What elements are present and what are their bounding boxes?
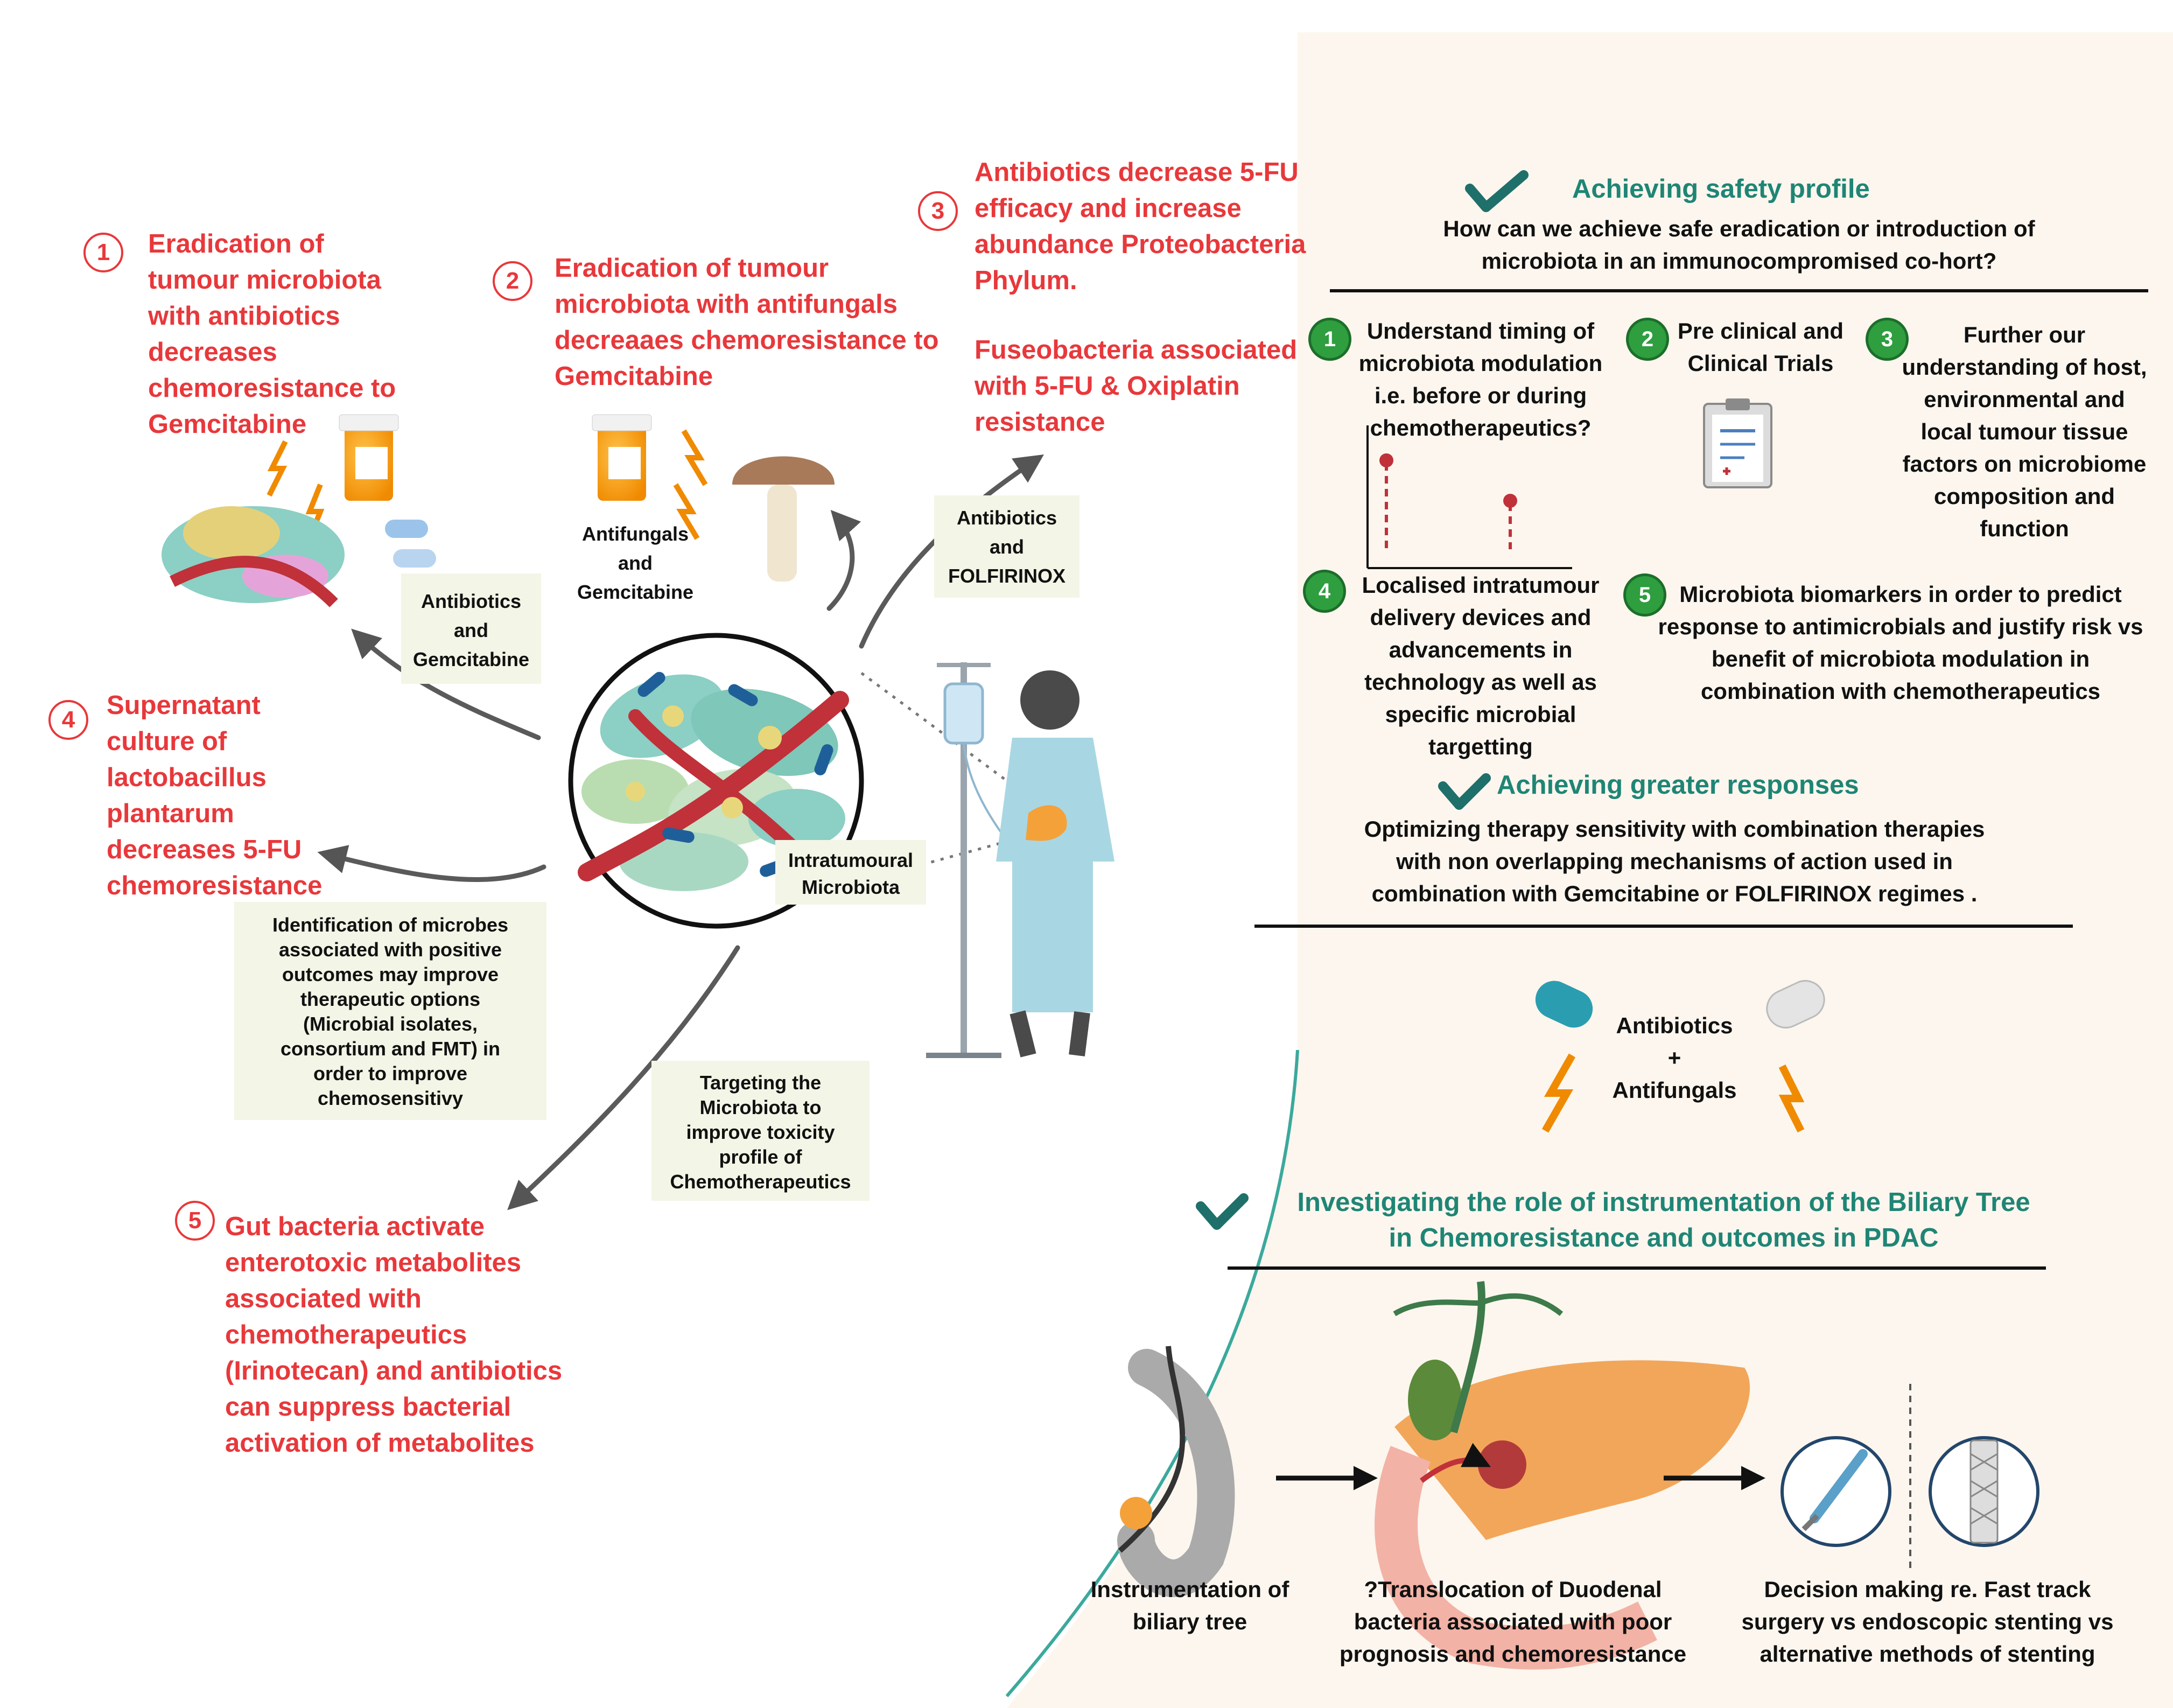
finding-5-number: 5 [175,1201,215,1241]
finding-5-text: Gut bacteria activate enterotoxic metabo… [225,1212,563,1458]
label-box-antibiotics-gemcitabine [401,573,541,684]
intratumoural-circle-illustration [568,633,864,929]
biliary-heading: Investigating the role of instrumentatio… [1297,1188,2030,1252]
point-2-number: 2 [1626,318,1669,361]
biliary-step-1: Instrumentation of biliary tree [1090,1577,1289,1634]
label-box-intratumoural [775,840,926,905]
point-4-number: 4 [1303,570,1346,613]
capsule-icons [1535,980,1825,1133]
patient-iv-illustration [926,662,1114,1058]
responses-heading: Achieving greater responses [1497,771,1859,800]
intratumoural-label: Intratumoural Microbiota [788,849,913,898]
biliary-step-3: Decision making re. Fast track surgery v… [1741,1577,2114,1667]
antibiotics-gemcitabine-label: Antibiotics and Gemcitabine [412,590,530,670]
biliary-step-2: ?Translocation of Duodenal bacteria asso… [1339,1577,1687,1667]
finding-2-number: 2 [493,261,532,301]
point-1-text: Understand timing of microbiota modulati… [1358,318,1603,440]
label-box-targeting [651,1061,870,1201]
antibiotics-folfirinox-label: Antibiotics and FOLFIRINOX [948,507,1066,587]
targeting-label: Targeting the Microbiota to improve toxi… [670,1072,851,1193]
label-box-antibiotics-folfirinox [934,495,1080,598]
point-1-number: 1 [1308,318,1351,361]
point-3-text: Further our understanding of host, envir… [1902,322,2147,541]
finding-3-number: 3 [918,191,958,231]
finding-1-text: Eradication of tumour microbiota with an… [148,229,396,439]
clipboard-icon [1703,398,1772,488]
responses-text: Optimizing therapy sensitivity with comb… [1364,816,1985,906]
point-3-number: 3 [1866,318,1909,361]
divider-lines [1228,289,2148,1270]
timeline-chart [1366,425,1572,569]
point-5-text: Microbiota biomarkers in order to predic… [1658,582,2143,704]
finding-3b-text: Fuseobacteria associated with 5-FU & Oxi… [975,335,1298,437]
biliary-illustrations [1117,1281,2039,1670]
point-4-text: Localised intratumour delivery devices a… [1362,572,1600,759]
safety-heading: Achieving safety profile [1572,174,1870,204]
finding-1-number: 1 [83,233,123,272]
finding-4-text: Supernatant culture of lactobacillus pla… [107,691,323,900]
label-box-identification [234,902,546,1120]
arrows [317,454,1044,1210]
point-5-number: 5 [1623,573,1666,617]
finding-3-text: Antibiotics decrease 5-FU efficacy and i… [975,158,1306,295]
finding-2-text: Eradication of tumour microbiota with an… [555,254,939,391]
check-icons [1196,170,1529,1230]
safety-question: How can we achieve safe eradication or i… [1443,216,2035,274]
drug-illustrations [162,414,835,607]
right-panel-background [1007,32,2173,1708]
point-2-text: Pre clinical and Clinical Trials [1677,318,1844,376]
combo-label: Antibiotics + Antifungals [1612,1013,1737,1103]
identification-label: Identification of microbes associated wi… [272,914,509,1109]
finding-4-number: 4 [48,700,88,740]
antifungals-gemcitabine-label: Antifungals and Gemcitabine [577,523,694,603]
